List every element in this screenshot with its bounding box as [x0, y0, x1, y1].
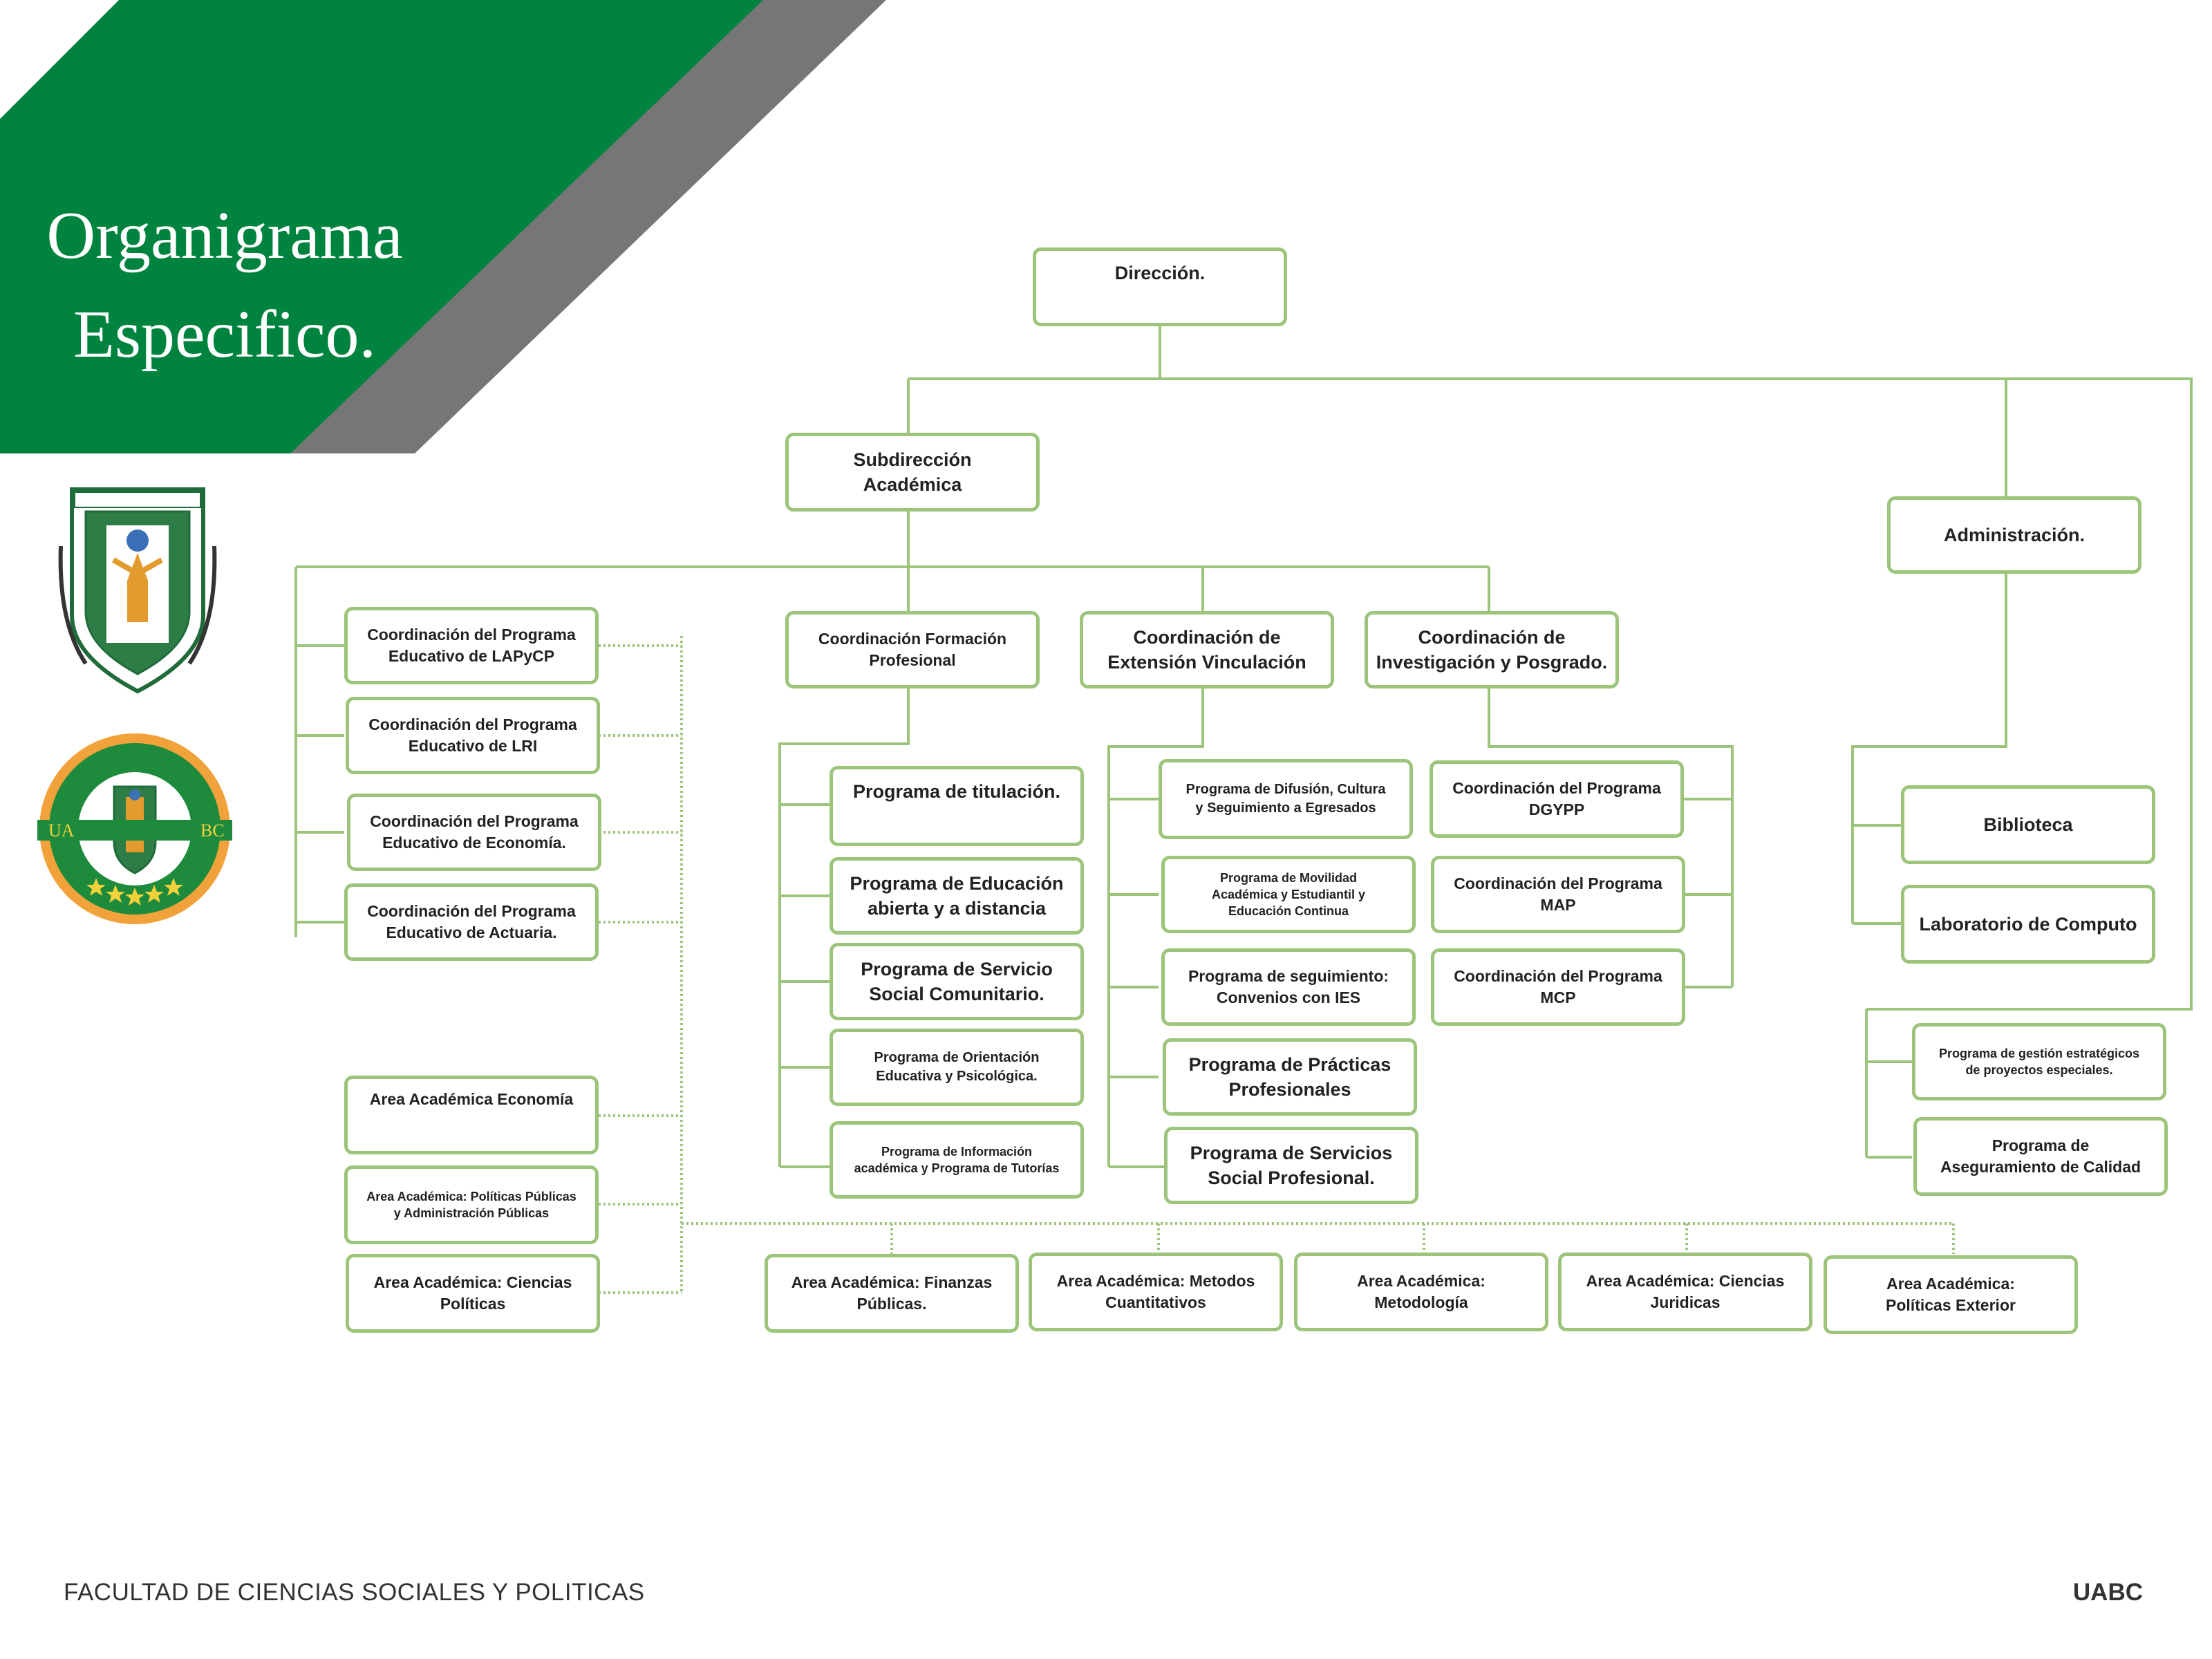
node-coord-lapycp: Coordinación del Programa Educativo de L…: [344, 607, 599, 684]
node-prog-seguimiento-convenios: Programa de seguimiento: Convenios con I…: [1161, 948, 1416, 1026]
page-title-line1: Organigrama: [46, 198, 403, 273]
node-coord-dgypp: Coordinación del Programa DGYPP: [1430, 760, 1684, 838]
node-subdireccion-academica: Subdirección Académica: [785, 433, 1040, 512]
node-prog-informacion-tutorias: Programa de Información académica y Prog…: [830, 1121, 1084, 1199]
banner-green-block: [0, 0, 763, 453]
node-area-ciencias-politicas: Area Académica: Ciencias Políticas: [346, 1254, 600, 1333]
svg-text:BC: BC: [200, 821, 225, 841]
node-direccion: Dirección.: [1033, 247, 1287, 326]
title-banner: [0, 0, 886, 453]
node-area-economia: Area Académica Economía: [344, 1076, 599, 1154]
uabc-shield-logo: [58, 487, 217, 694]
banner-gray-stripe: [290, 0, 886, 453]
node-coord-extension-vinculacion: Coordinación de Extensión Vinculación: [1080, 611, 1334, 688]
footer-university: UABC: [2072, 1579, 2143, 1606]
node-prog-movilidad: Programa de Movilidad Académica y Estudi…: [1161, 856, 1416, 933]
node-coord-economia: Coordinación del Programa Educativo de E…: [347, 794, 601, 871]
node-coord-investigacion-posgrado: Coordinación de Investigación y Posgrado…: [1365, 611, 1619, 688]
node-prog-difusion-cultura: Programa de Difusión, Cultura y Seguimie…: [1159, 759, 1413, 839]
faculty-seal-logo: UA BC: [37, 733, 232, 924]
node-area-metodologia: Area Académica: Metodología: [1294, 1253, 1548, 1331]
svg-text:UA: UA: [48, 821, 75, 841]
node-area-politicas-exterior: Area Académica: Políticas Exterior: [1824, 1255, 2078, 1334]
node-area-finanzas-publicas: Area Académica: Finanzas Públicas.: [765, 1254, 1019, 1333]
node-area-ciencias-juridicas: Area Académica: Ciencias Juridicas: [1558, 1253, 1812, 1331]
node-biblioteca: Biblioteca: [1901, 785, 2155, 864]
node-area-politicas-publicas: Area Académica: Políticas Públicas y Adm…: [344, 1165, 599, 1244]
node-coord-formacion-profesional: Coordinación Formación Profesional: [785, 611, 1040, 688]
node-prog-gestion-estrategica: Programa de gestión estratégicos de proy…: [1912, 1023, 2166, 1100]
node-prog-servicio-social-comunitario: Programa de Servicio Social Comunitario.: [830, 943, 1084, 1020]
node-administracion: Administración.: [1887, 496, 2141, 574]
node-prog-orientacion: Programa de Orientación Educativa y Psic…: [830, 1029, 1084, 1106]
node-coord-actuaria: Coordinación del Programa Educativo de A…: [344, 883, 599, 961]
node-laboratorio-computo: Laboratorio de Computo: [1901, 885, 2155, 964]
node-prog-practicas-profesionales: Programa de Prácticas Profesionales: [1163, 1038, 1417, 1116]
node-prog-aseguramiento-calidad: Programa de Aseguramiento de Calidad: [1913, 1117, 2168, 1196]
node-prog-educacion-abierta: Programa de Educación abierta y a distan…: [830, 857, 1084, 935]
node-coord-lri: Coordinación del Programa Educativo de L…: [346, 697, 600, 774]
node-prog-titulacion: Programa de titulación.: [830, 766, 1084, 846]
node-coord-map: Coordinación del Programa MAP: [1431, 856, 1685, 933]
footer-faculty-name: FACULTAD DE CIENCIAS SOCIALES Y POLITICA…: [64, 1579, 645, 1606]
page-title-line2: Especifico.: [73, 297, 377, 372]
node-prog-servicios-social-profesional: Programa de Servicios Social Profesional…: [1164, 1127, 1418, 1204]
node-coord-mcp: Coordinación del Programa MCP: [1431, 948, 1685, 1026]
node-area-metodos-cuantitativos: Area Académica: Metodos Cuantitativos: [1029, 1253, 1283, 1331]
